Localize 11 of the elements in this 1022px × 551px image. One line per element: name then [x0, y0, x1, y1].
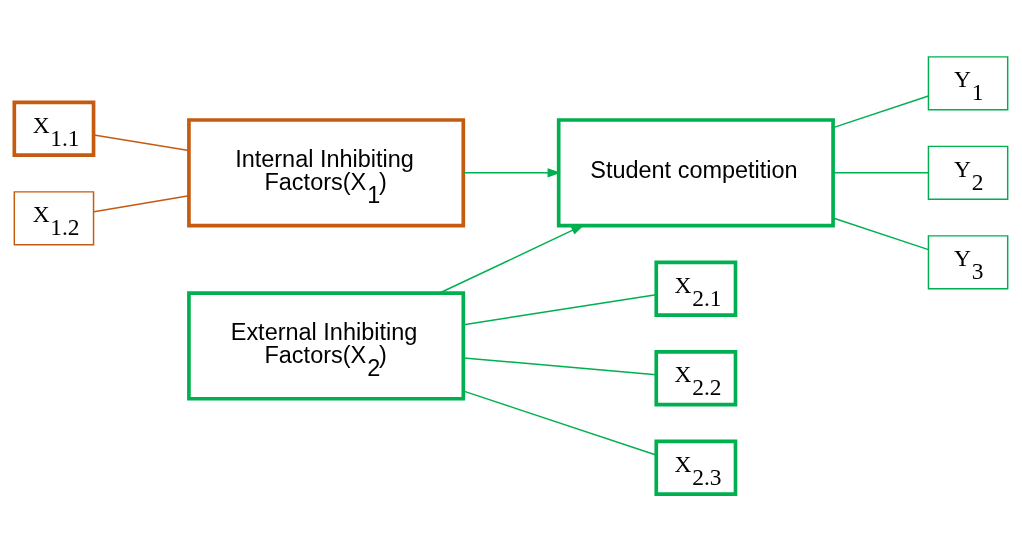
connector [832, 95, 930, 129]
connector [832, 217, 930, 251]
arrow [462, 168, 561, 178]
connector [462, 390, 657, 456]
arrow [438, 224, 585, 294]
connector [462, 357, 657, 376]
connector [93, 134, 190, 152]
connector [93, 195, 190, 213]
connector [462, 293, 657, 326]
connector [832, 172, 930, 174]
node-box: Student competition [556, 118, 835, 228]
